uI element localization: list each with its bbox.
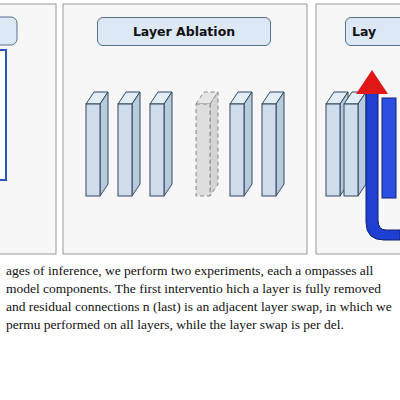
layer-slab	[196, 92, 218, 196]
slab-front	[326, 104, 340, 196]
layer-slab	[262, 92, 284, 196]
panel	[63, 4, 307, 254]
slab-side	[100, 92, 108, 196]
layer-slab	[230, 92, 252, 196]
swap-arrow	[366, 90, 400, 240]
panel	[0, 4, 56, 254]
slab-side	[244, 92, 252, 196]
layer-slab	[86, 92, 108, 196]
slab-side	[210, 92, 218, 196]
arrow-head	[356, 70, 388, 94]
header-text: Layer Ablation	[133, 24, 235, 39]
slab-side	[276, 92, 284, 196]
slab-front	[196, 104, 210, 196]
slab-front	[344, 104, 358, 196]
header-box	[0, 17, 17, 45]
slab-front	[86, 104, 100, 196]
slab-front	[150, 104, 164, 196]
layer-slab	[150, 92, 172, 196]
slab-front	[230, 104, 244, 196]
layer-slab	[382, 98, 396, 198]
slab-side	[132, 92, 140, 196]
header-text: Lay	[352, 24, 376, 39]
slab-side	[358, 92, 366, 196]
layer-stack	[86, 92, 366, 196]
layer-bar	[0, 50, 6, 180]
panel-header: Layer Ablation	[97, 17, 271, 46]
slab-side	[164, 92, 172, 196]
panel-header: Lay	[345, 17, 400, 46]
slab-front	[118, 104, 132, 196]
layer-slab	[344, 92, 366, 196]
figure-caption: ages of inference, we perform two experi…	[6, 262, 398, 334]
slab-front	[262, 104, 276, 196]
layer-slab	[118, 92, 140, 196]
